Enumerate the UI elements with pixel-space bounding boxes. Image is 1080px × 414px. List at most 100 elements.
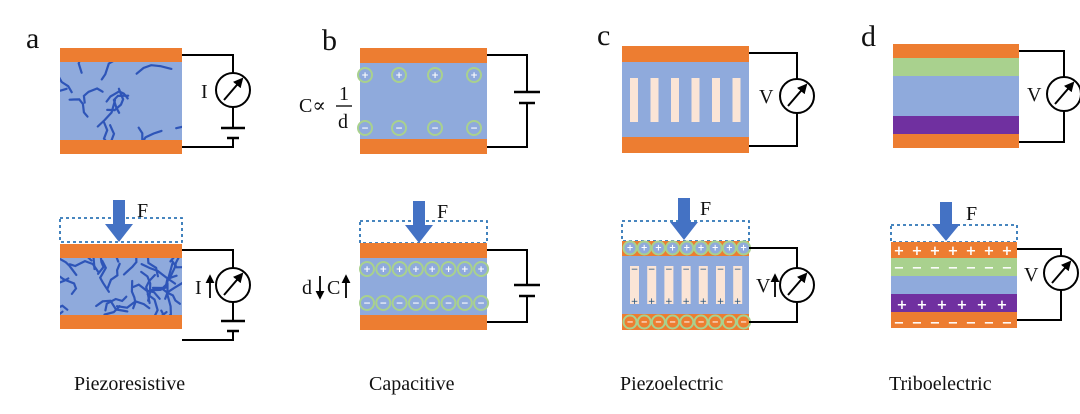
piezo-strip: [671, 78, 679, 122]
charge-symbol: +: [655, 243, 662, 253]
strip-negative-end: −: [631, 265, 639, 275]
fiber: [60, 87, 68, 92]
negative-charge: [357, 120, 373, 136]
fiber: [146, 258, 159, 278]
charge-symbol: +: [412, 265, 420, 275]
negative-charge: [473, 295, 490, 311]
charge-symbol: +: [726, 243, 733, 253]
positive-charge: [391, 67, 407, 83]
piezo-strip: [691, 78, 700, 122]
fiber: [60, 76, 73, 94]
panel-letter-c: c: [597, 19, 610, 52]
voltage-symbol: V: [759, 86, 774, 108]
charge-symbol: −: [626, 317, 633, 327]
fiber: [146, 293, 159, 315]
force-indicator-b: F: [359, 201, 488, 244]
force-label: F: [137, 200, 148, 222]
panel-b: b +−+−+−+− C∝ 1 d F: [299, 24, 540, 395]
positive-charge: [622, 240, 638, 256]
negative-charge: −: [930, 261, 941, 276]
positive-charge: [650, 240, 666, 256]
positive-charge: [466, 67, 482, 83]
negative-charge: [693, 314, 709, 330]
circuit-wire: [1017, 248, 1062, 321]
green-tribo-layer: [893, 58, 1019, 76]
negative-charge: [679, 314, 695, 330]
positive-charge: [407, 261, 424, 277]
voltage-symbol: V: [756, 275, 771, 297]
fiber: [103, 305, 121, 315]
charge-symbol: +: [361, 71, 369, 81]
charge-symbol: −: [697, 317, 704, 327]
fiber: [130, 279, 137, 310]
strip-negative-end: −: [717, 265, 725, 275]
sensor-a-pressed: I: [60, 244, 251, 341]
fiber: [96, 98, 117, 128]
fiber: [115, 300, 151, 310]
charge-symbol: +: [669, 243, 676, 253]
piezo-strip: [712, 78, 720, 122]
piezo-strip: [630, 78, 638, 122]
positive-charge: +: [977, 298, 988, 313]
caption-piezoresistive: Piezoresistive: [74, 373, 185, 395]
panel-letter-d: d: [861, 20, 876, 53]
negative-charge: −: [966, 316, 977, 331]
negative-charge: −: [984, 316, 995, 331]
force-indicator-c: F: [621, 198, 750, 242]
conductive-fiber-network: [60, 62, 182, 140]
fiber: [97, 258, 105, 275]
charge-symbol: +: [363, 265, 371, 275]
charge-symbol: −: [428, 299, 436, 309]
sensor-b-pressed: +−+−+−+−+−+−+−+− d C: [302, 243, 540, 330]
strip-positive-end: +: [734, 297, 742, 307]
charge-symbol: −: [461, 299, 469, 309]
negative-charge: [375, 295, 392, 311]
fiber: [60, 310, 64, 315]
fiber: [60, 258, 78, 276]
bottom-electrode: [60, 315, 182, 329]
purple-tribo-layer: [893, 116, 1019, 134]
charge-symbol: +: [396, 265, 404, 275]
fiber: [168, 258, 180, 280]
battery-icon: [514, 90, 540, 105]
force-indicator-a: F: [59, 200, 183, 243]
force-label: F: [437, 201, 448, 223]
capacitance-label: C: [327, 277, 340, 299]
top-electrode: [360, 48, 487, 63]
positive-charge: [636, 240, 652, 256]
charge-symbol: −: [361, 124, 369, 134]
positive-charge: +: [1002, 244, 1013, 259]
sensor-c-pressed: −+−+−+−+−+−+−+ +−+−+−+−+−+−+−+−+− V: [622, 240, 815, 330]
ammeter-icon: [215, 267, 251, 303]
negative-charge: −: [912, 261, 923, 276]
charge-symbol: +: [477, 265, 485, 275]
negative-charge: [424, 295, 441, 311]
positive-charge: [473, 261, 490, 277]
polarized-strips: −+−+−+−+−+−+−+: [630, 265, 743, 307]
sensor-d-pressed: +++++++−−−−−−−++++++−−−−−−− V: [891, 242, 1079, 331]
force-indicator-d: F: [890, 202, 1018, 243]
positive-charge: +: [984, 244, 995, 259]
fiber: [160, 287, 181, 305]
charge-symbol: −: [412, 299, 420, 309]
fiber: [109, 124, 116, 140]
positive-charge: [427, 67, 443, 83]
negative-charge: [359, 295, 375, 311]
fiber: [102, 121, 109, 140]
sensor-c-unpressed: V: [622, 46, 815, 153]
conductive-fiber-network: [60, 258, 182, 315]
negative-charge: −: [912, 316, 923, 331]
strip-positive-end: +: [648, 297, 656, 307]
bottom-electrode: [893, 134, 1019, 148]
negative-charge: −: [948, 316, 959, 331]
bottom-electrode: [60, 140, 182, 154]
bottom-electrode: [360, 139, 487, 154]
charge-symbol: −: [655, 317, 662, 327]
fiber: [95, 299, 129, 313]
fiber: [60, 275, 78, 295]
strip-negative-end: −: [665, 265, 673, 275]
dielectric-layer: [360, 63, 487, 139]
positive-charge: +: [897, 298, 908, 313]
dielectric-layer: [60, 258, 182, 315]
fiber: [142, 129, 163, 140]
